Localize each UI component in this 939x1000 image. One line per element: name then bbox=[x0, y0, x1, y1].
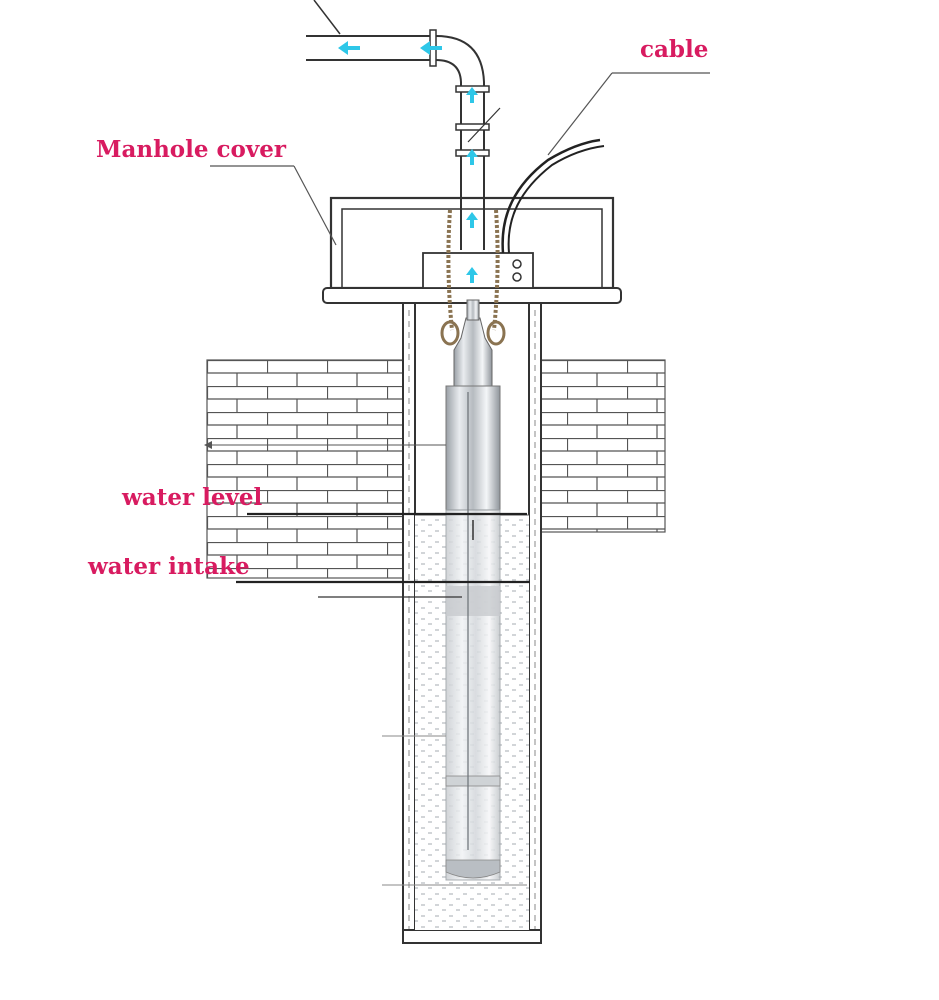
leader-lines bbox=[204, 72, 710, 886]
brick-wall-right bbox=[540, 359, 666, 533]
flow-arrows bbox=[338, 41, 478, 283]
power-cable bbox=[501, 138, 605, 254]
label-manhole-cover: Manhole cover bbox=[96, 136, 286, 163]
junction-box-screw bbox=[512, 272, 522, 282]
rope-knot-icon bbox=[486, 320, 506, 346]
label-water-level: water level bbox=[122, 484, 263, 511]
arrow-icon bbox=[338, 41, 360, 55]
support-ropes bbox=[440, 209, 506, 346]
brick-wall-left bbox=[206, 359, 404, 579]
label-water-intake: water intake bbox=[88, 553, 250, 580]
junction-box-screw bbox=[512, 259, 522, 269]
label-cable: cable bbox=[640, 36, 709, 63]
submersible-pump bbox=[445, 299, 501, 881]
rope-knot-icon bbox=[440, 320, 460, 346]
pump-intake-screen bbox=[446, 586, 500, 616]
arrow-icon bbox=[420, 41, 442, 55]
